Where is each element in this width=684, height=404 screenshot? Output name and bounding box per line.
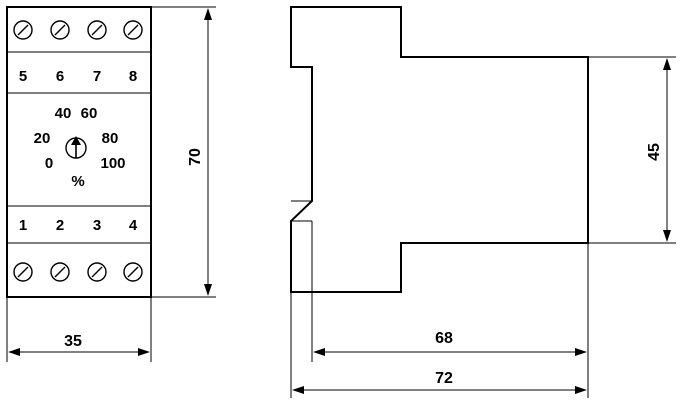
screw-icon [13,262,33,282]
dimension-label-side-height: 45 [646,143,663,161]
front-housing-outline [6,6,152,298]
arrow-up-icon [71,136,81,145]
screw-icon [123,20,143,40]
terminal-label-7: 7 [93,68,101,85]
bottom-terminal-labels: 1 2 3 4 [7,205,151,234]
dimension-side-height: 45 [588,56,676,244]
screw-icon [87,262,107,282]
arrowhead-icon [138,348,150,356]
bottom-screw-row [7,242,151,282]
screw-icon [50,20,70,40]
arrowhead-icon [8,348,20,356]
terminal-label-8: 8 [129,68,137,85]
dial-scale-label-0: 0 [45,155,53,172]
screw-icon [87,20,107,40]
dial: 40 60 20 80 0 100 % [34,105,126,190]
dial-scale-label-80: 80 [102,130,119,147]
arrowhead-icon [292,386,304,394]
dimension-total-depth: 72 [290,292,587,398]
top-screw-row [7,20,151,53]
dimension-label-inner-depth: 68 [435,330,453,347]
dimension-inner-depth: 68 [311,221,589,398]
arrowhead-icon [313,348,325,356]
dial-scale-label-20: 20 [34,130,51,147]
side-housing-outline [290,6,589,293]
dial-scale-label-60: 60 [81,105,98,122]
dimension-label-height: 70 [187,148,204,166]
screw-icon [50,262,70,282]
dial-scale-label-40: 40 [55,105,72,122]
terminal-label-1: 1 [19,217,27,234]
arrowhead-icon [663,230,671,242]
screw-icon [13,20,33,40]
top-terminal-labels: 5 6 7 8 [7,68,151,94]
dial-unit-label: % [71,173,84,190]
arrowhead-icon [204,8,212,20]
dial-scale-label-100: 100 [100,155,125,172]
dimension-label-width: 35 [64,333,82,350]
dimension-label-total-depth: 72 [435,370,453,387]
front-view: 5 6 7 8 40 60 20 80 0 100 % 1 2 3 [6,6,216,362]
screw-icon [123,262,143,282]
arrowhead-icon [575,386,587,394]
terminal-label-4: 4 [129,217,138,234]
side-view: 45 68 72 [290,6,676,398]
arrowhead-icon [575,348,587,356]
dimension-height: 70 [151,6,216,298]
terminal-label-5: 5 [19,68,27,85]
terminal-label-6: 6 [56,68,64,85]
terminal-label-2: 2 [56,217,64,234]
arrowhead-icon [204,284,212,296]
arrowhead-icon [663,58,671,70]
terminal-label-3: 3 [93,217,101,234]
dimension-width: 35 [6,297,152,362]
dial-knob[interactable] [65,136,87,159]
